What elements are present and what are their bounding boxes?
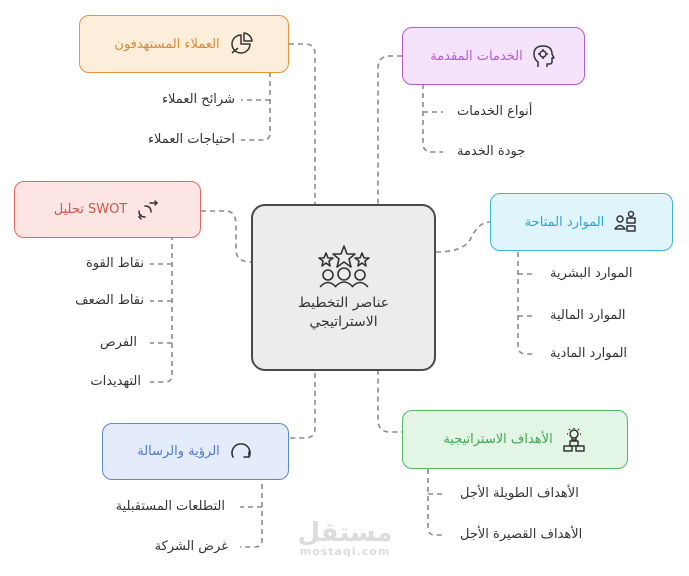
leaf-service-quality: جودة الخدمة	[457, 144, 526, 159]
head-gear-icon	[531, 43, 557, 69]
branch-strategic-goals: الأهداف الاستراتيجية	[402, 410, 628, 469]
branch-label: الموارد المتاحة	[524, 214, 605, 230]
leaf-customer-segments: شرائح العملاء	[161, 92, 235, 107]
leaf-company-purpose: غرض الشركة	[154, 539, 228, 554]
leaf-future-aspirations: التطلعات المستقبلية	[115, 499, 225, 514]
stars-people-icon	[317, 244, 370, 288]
leaf-service-types: أنواع الخدمات	[457, 104, 533, 119]
leaf-opportunities: الفرص	[99, 335, 137, 350]
branch-label: العملاء المستهدفون	[114, 36, 220, 52]
leaf-weaknesses: نقاط الضعف	[75, 293, 144, 308]
watermark-brand: مستقل	[297, 518, 393, 548]
branch-target-customers: العملاء المستهدفون	[79, 15, 289, 73]
center-title: عناصر التخطيط الاستراتيجي	[297, 294, 390, 330]
branch-label: الخدمات المقدمة	[430, 48, 523, 64]
branch-swot-analysis: SWOT تحليل	[14, 181, 201, 238]
leaf-short-term-goals: الأهداف القصيرة الأجل	[460, 527, 583, 542]
branch-label: الأهداف الاستراتيجية	[443, 432, 553, 447]
leaf-physical-resources: الموارد المادية	[550, 346, 628, 361]
leaf-financial-resources: الموارد المالية	[550, 308, 626, 323]
branch-vision-mission: الرؤية والرسالة	[102, 423, 289, 480]
branch-label: الرؤية والرسالة	[137, 444, 220, 459]
swot-arrows-icon	[135, 197, 161, 223]
leaf-human-resources: الموارد البشرية	[550, 266, 633, 281]
branch-label: SWOT تحليل	[53, 202, 128, 217]
watermark: مستقل mostaql.com	[290, 520, 400, 557]
pie-chart-icon	[228, 31, 254, 57]
leaf-long-term-goals: الأهداف الطويلة الأجل	[460, 486, 579, 501]
leaf-threats: التهديدات	[90, 374, 141, 389]
center-node: عناصر التخطيط الاستراتيجي	[251, 204, 436, 371]
leaf-strengths: نقاط القوة	[86, 256, 144, 271]
circular-arrow-icon	[228, 439, 254, 465]
branch-available-resources: الموارد المتاحة	[490, 193, 673, 251]
leaf-customer-needs: احتياجات العملاء	[147, 132, 235, 147]
branch-services-offered: الخدمات المقدمة	[402, 27, 585, 85]
watermark-domain: mostaql.com	[299, 545, 391, 558]
people-resources-icon	[612, 209, 638, 235]
lightbulb-blocks-icon	[561, 427, 587, 453]
